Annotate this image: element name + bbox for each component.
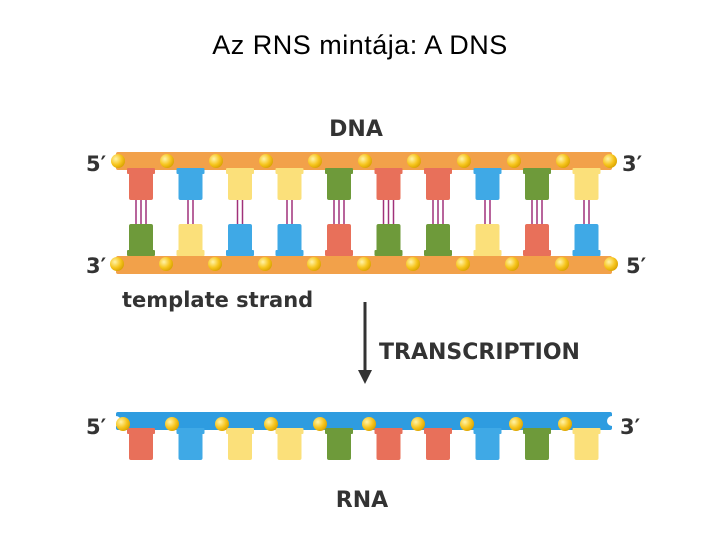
coding-base-9 — [574, 172, 599, 200]
template-base-lip-4 — [325, 250, 353, 256]
dna-top-phosphate-4 — [308, 154, 322, 168]
dna-template-strand — [110, 224, 618, 274]
hydrogen-bonds — [135, 200, 590, 224]
rna-base-7 — [475, 432, 500, 460]
template-base-lip-2 — [226, 250, 254, 256]
template-base-lip-9 — [572, 250, 601, 256]
rna-phosphate-2 — [215, 417, 229, 431]
dna-top-phosphate-8 — [507, 154, 521, 168]
template-base-lip-8 — [523, 250, 551, 256]
rna-strand — [111, 412, 617, 460]
rna-base-2 — [228, 432, 252, 460]
dna-bottom-phosphate-8 — [505, 257, 519, 271]
dna-top-right-end: 3′ — [622, 152, 643, 176]
dna-top-phosphate-3 — [259, 154, 273, 168]
dna-top-phosphate-0 — [111, 154, 125, 168]
template-base-lip-7 — [473, 250, 502, 256]
dna-bottom-phosphate-4 — [307, 257, 321, 271]
template-base-5 — [376, 224, 401, 254]
dna-bottom-left-end: 3′ — [86, 254, 107, 278]
dna-label: DNA — [329, 117, 383, 142]
dna-bottom-phosphate-3 — [258, 257, 272, 271]
template-base-1 — [178, 224, 203, 254]
dna-top-phosphate-1 — [160, 154, 174, 168]
template-base-6 — [426, 224, 450, 254]
dna-bottom-phosphate-2 — [208, 257, 222, 271]
slide-title: Az RNS mintája: A DNS — [212, 30, 508, 60]
coding-base-7 — [475, 172, 500, 200]
rna-base-6 — [426, 432, 450, 460]
dna-bottom-phosphate-9 — [555, 257, 569, 271]
dna-bottom-phosphate-6 — [406, 257, 420, 271]
template-base-9 — [574, 224, 599, 254]
dna-top-phosphate-2 — [209, 154, 223, 168]
dna-bottom-phosphate-1 — [159, 257, 173, 271]
dna-top-phosphate-5 — [358, 154, 372, 168]
dna-bottom-phosphate-5 — [357, 257, 371, 271]
rna-base-1 — [178, 432, 203, 460]
template-base-3 — [277, 224, 302, 254]
template-base-lip-1 — [176, 250, 205, 256]
dna-top-phosphate-7 — [457, 154, 471, 168]
template-base-lip-3 — [275, 250, 304, 256]
template-base-4 — [327, 224, 351, 254]
rna-right-end: 3′ — [620, 415, 641, 439]
rna-notch-right — [607, 416, 617, 426]
rna-base-8 — [525, 432, 549, 460]
template-base-0 — [129, 224, 153, 254]
coding-base-8 — [525, 172, 549, 200]
coding-base-1 — [178, 172, 203, 200]
dna-bottom-phosphate-0 — [110, 257, 124, 271]
rna-phosphate-4 — [313, 417, 327, 431]
coding-base-6 — [426, 172, 450, 200]
template-base-8 — [525, 224, 549, 254]
rna-phosphate-9 — [558, 417, 572, 431]
rna-phosphate-6 — [411, 417, 425, 431]
template-base-2 — [228, 224, 252, 254]
template-base-7 — [475, 224, 500, 254]
rna-phosphate-0 — [116, 417, 130, 431]
dna-top-phosphate-6 — [407, 154, 421, 168]
rna-left-end: 5′ — [86, 415, 107, 439]
rna-label: RNA — [336, 488, 388, 513]
template-base-lip-0 — [127, 250, 155, 256]
transcription-arrowhead — [358, 370, 372, 384]
template-base-lip-5 — [374, 250, 403, 256]
coding-base-5 — [376, 172, 401, 200]
transcription-label: TRANSCRIPTION — [379, 340, 580, 365]
rna-base-5 — [376, 432, 401, 460]
dna-bottom-phosphate-10 — [604, 257, 618, 271]
dna-bottom-right-end: 5′ — [626, 254, 647, 278]
rna-phosphate-8 — [509, 417, 523, 431]
coding-base-4 — [327, 172, 351, 200]
rna-base-4 — [327, 432, 351, 460]
template-strand-label: template strand — [122, 288, 313, 312]
rna-base-3 — [277, 432, 302, 460]
rna-phosphate-1 — [165, 417, 179, 431]
dna-coding-strand — [111, 152, 617, 200]
rna-phosphate-7 — [460, 417, 474, 431]
dna-top-phosphate-10 — [603, 154, 617, 168]
rna-phosphate-3 — [264, 417, 278, 431]
coding-base-2 — [228, 172, 252, 200]
rna-base-9 — [574, 432, 599, 460]
template-base-lip-6 — [424, 250, 452, 256]
dna-top-left-end: 5′ — [86, 152, 107, 176]
coding-base-0 — [129, 172, 153, 200]
rna-phosphate-5 — [362, 417, 376, 431]
coding-base-3 — [277, 172, 302, 200]
rna-base-0 — [129, 432, 153, 460]
dna-bottom-phosphate-7 — [456, 257, 470, 271]
dna-top-phosphate-9 — [556, 154, 570, 168]
